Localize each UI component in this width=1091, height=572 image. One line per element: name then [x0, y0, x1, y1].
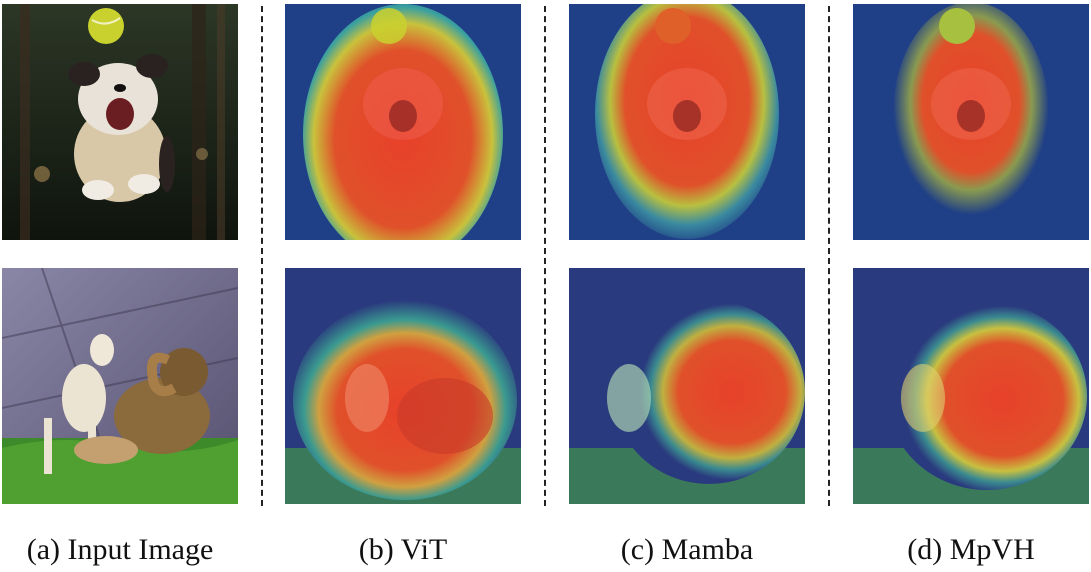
heatmap-mamba-goats	[569, 268, 805, 504]
caption-mamba: (c) Mamba	[620, 533, 754, 566]
caption-input-image: (a) Input Image	[26, 533, 214, 566]
heatmap-mpvh-dog	[853, 4, 1089, 240]
heatmap-mamba-dog	[569, 4, 805, 240]
heatmap-vit-dog	[285, 4, 521, 240]
input-image-dog	[2, 4, 238, 240]
caption-mpvh: (d) MpVH	[907, 533, 1035, 566]
divider-3	[828, 6, 830, 506]
divider-2	[544, 6, 546, 506]
heatmap-vit-goats	[285, 268, 521, 504]
heatmap-mpvh-goats	[853, 268, 1089, 504]
caption-vit: (b) ViT	[358, 533, 448, 566]
divider-1	[261, 6, 263, 506]
input-image-goats	[2, 268, 238, 504]
